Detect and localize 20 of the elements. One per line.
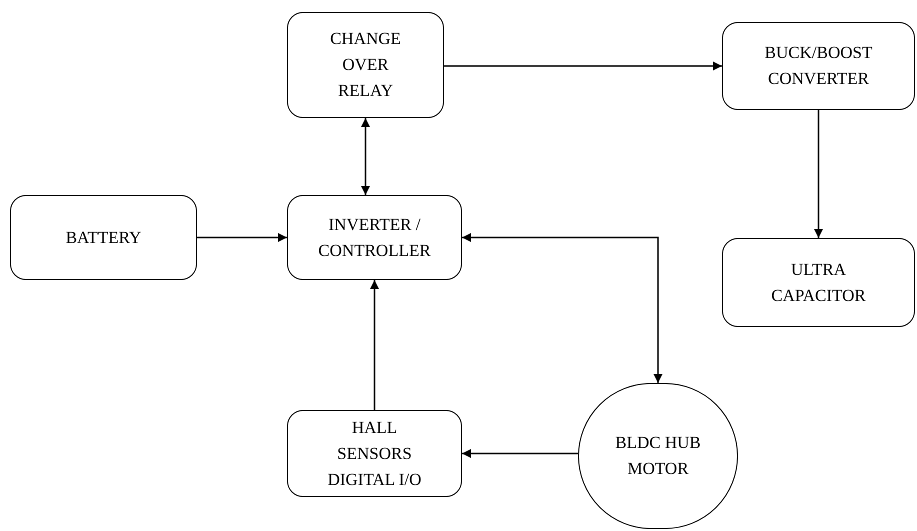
process-box <box>722 22 915 110</box>
arrow <box>197 233 287 242</box>
arrow <box>814 110 823 238</box>
node-label: INVERTER / CONTROLLER <box>317 214 432 262</box>
process-box <box>10 195 197 280</box>
arrow <box>462 233 662 383</box>
process-box <box>287 410 462 497</box>
node-label: BATTERY <box>66 226 142 248</box>
node-label: BUCK/BOOST CONVERTER <box>764 42 874 90</box>
node-label: CHANGE OVER RELAY <box>329 28 402 102</box>
node-label: BLDC HUB MOTOR <box>614 432 702 480</box>
arrow <box>370 280 379 410</box>
process-box <box>722 238 915 327</box>
arrow <box>462 449 578 458</box>
node-label: HALL SENSORS DIGITAL I/O <box>326 416 422 490</box>
arrow <box>361 118 370 195</box>
arrow <box>444 62 722 70</box>
process-box <box>287 12 444 118</box>
process-box <box>287 195 462 280</box>
node-label: ULTRA CAPACITOR <box>770 258 867 306</box>
